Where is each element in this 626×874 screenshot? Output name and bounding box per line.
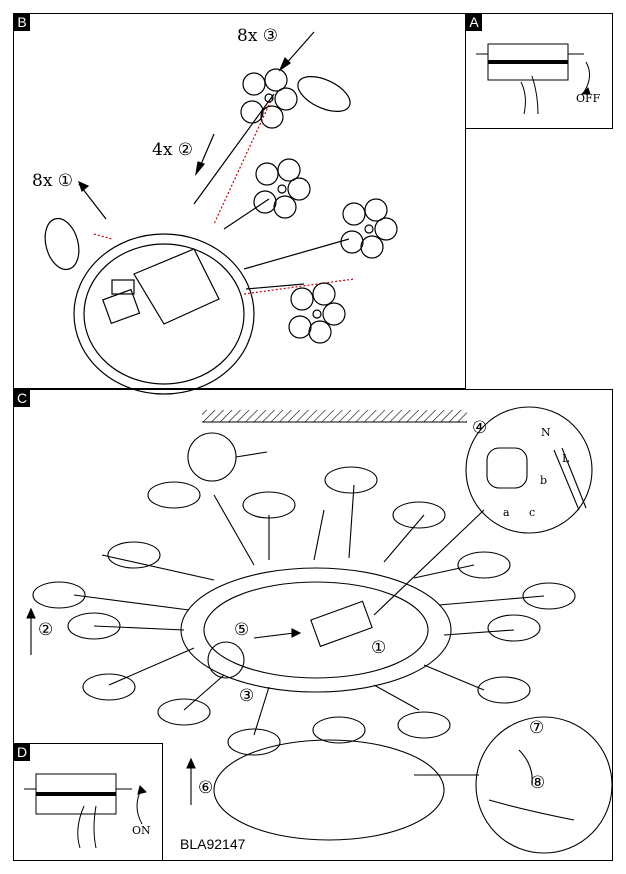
panel-b-drawing xyxy=(44,31,398,395)
step-2-label: ② xyxy=(38,620,54,640)
base-ring xyxy=(180,567,452,693)
model-code: BLA92147 xyxy=(180,836,246,852)
step-7-label: ⑦ xyxy=(529,718,545,738)
flower-b3 xyxy=(340,198,398,259)
off-label: OFF xyxy=(576,92,601,105)
lamp-socket xyxy=(102,288,141,325)
panel-a-letter: A xyxy=(466,14,482,31)
panel-c-letter: C xyxy=(14,390,30,407)
wire-b-label: b xyxy=(540,474,548,487)
panel-b: B xyxy=(13,13,466,395)
clip-callout xyxy=(475,716,613,854)
step2-label: 4x ② xyxy=(152,140,194,160)
panel-b-letter: B xyxy=(14,14,30,31)
socket-plate xyxy=(133,248,220,325)
step-3-label: ③ xyxy=(239,686,255,706)
panel-c: C xyxy=(13,389,613,861)
step-6-label: ⑥ xyxy=(198,778,214,798)
wire-n-label: N xyxy=(541,426,551,439)
hand-icon-d xyxy=(77,805,85,849)
panel-a: A OFF xyxy=(465,13,613,129)
glass-dome xyxy=(213,739,445,841)
on-label: ON xyxy=(132,824,151,837)
breaker-on-drawing xyxy=(24,773,147,849)
breaker-off-drawing xyxy=(476,43,591,115)
step-1-label: ① xyxy=(371,638,387,658)
step-5-label: ⑤ xyxy=(234,620,250,640)
wire-l-label: L xyxy=(562,452,570,465)
terminal-callout xyxy=(465,406,593,534)
step-4-label: ④ xyxy=(472,418,488,438)
housing-disc xyxy=(73,233,255,395)
wire-c-label: c xyxy=(529,506,536,519)
lamp-socket-c xyxy=(310,600,373,648)
panel-c-drawing xyxy=(26,406,613,854)
panel-d: D ON xyxy=(13,743,163,861)
step3-label: 8x ③ xyxy=(237,26,279,46)
step1-label: 8x ① xyxy=(32,171,74,191)
wire-a-label: a xyxy=(503,506,510,519)
dowel-callout xyxy=(187,432,237,482)
step-8-label: ⑧ xyxy=(530,773,546,793)
panel-d-letter: D xyxy=(14,744,30,761)
flower-b1 xyxy=(240,68,298,129)
bulb xyxy=(207,641,245,679)
arm-1 xyxy=(193,93,275,205)
flower-b2 xyxy=(253,158,311,219)
hand-icon xyxy=(520,81,526,115)
flower-b4 xyxy=(288,282,346,344)
flower-ring xyxy=(32,466,576,756)
ceiling-hatch xyxy=(202,410,467,422)
